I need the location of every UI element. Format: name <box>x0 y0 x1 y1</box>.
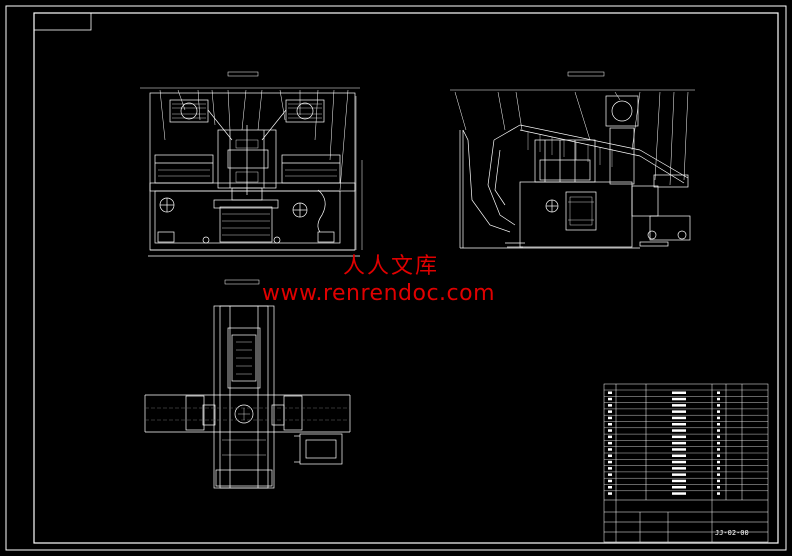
parts-list-glyph <box>717 473 720 476</box>
parts-list-glyph <box>672 429 686 432</box>
parts-list-table <box>603 383 769 543</box>
top-view <box>144 279 351 489</box>
parts-list-glyph <box>717 492 720 495</box>
title-block <box>604 499 768 542</box>
parts-list-glyph <box>672 479 686 483</box>
outer-frame <box>5 5 787 551</box>
parts-list-glyph <box>717 454 720 457</box>
parts-list-glyph <box>672 448 686 451</box>
parts-list-glyph <box>608 423 612 426</box>
parts-list-glyph <box>717 435 720 439</box>
parts-list-glyph <box>717 429 720 432</box>
parts-list-glyph <box>608 397 612 401</box>
parts-list-glyph <box>608 454 612 457</box>
parts-list-glyph <box>717 404 720 407</box>
parts-list-glyph <box>672 416 686 420</box>
front-view-details <box>158 103 337 236</box>
parts-list-glyph <box>608 460 612 464</box>
parts-list-glyph <box>608 391 612 394</box>
parts-list-glyph <box>672 410 686 413</box>
parts-list-glyph <box>717 423 720 426</box>
parts-list-glyph <box>672 441 686 445</box>
parts-list-glyph <box>608 448 612 451</box>
parts-list-glyph <box>608 486 612 489</box>
parts-list-glyph <box>717 479 720 483</box>
parts-list-glyph <box>608 435 612 439</box>
parts-list-glyph <box>608 404 612 407</box>
parts-list-rows <box>604 389 768 491</box>
top-view-details <box>222 341 266 456</box>
parts-list-glyph <box>672 435 686 439</box>
watermark-url: www.renrendoc.com <box>262 281 496 306</box>
inner-frame <box>33 12 779 544</box>
parts-list-glyph <box>672 404 686 407</box>
parts-list-glyph <box>672 473 686 476</box>
parts-list-glyph <box>672 486 686 489</box>
parts-list-glyph <box>717 460 720 464</box>
parts-list-glyph <box>717 486 720 489</box>
parts-list-glyph <box>672 460 686 464</box>
side-view-details <box>527 132 613 226</box>
parts-list-glyph <box>672 397 686 401</box>
parts-list-glyph <box>717 410 720 413</box>
parts-list-glyph <box>717 397 720 401</box>
parts-list-glyph <box>717 448 720 451</box>
top-view-hidden-lines <box>145 407 350 421</box>
parts-list-glyph <box>717 416 720 420</box>
front-view <box>140 71 363 257</box>
parts-list-glyph <box>672 423 686 426</box>
parts-list-glyph <box>608 410 612 413</box>
parts-list-glyph <box>672 454 686 457</box>
drawing-number: JJ-02-00 <box>715 529 749 537</box>
side-view <box>450 71 695 249</box>
parts-list-glyph <box>608 429 612 432</box>
parts-list-glyph <box>608 492 612 495</box>
corner-label-box <box>33 12 92 31</box>
parts-list-glyph <box>608 416 612 420</box>
parts-list-glyph <box>608 467 612 470</box>
parts-list-glyph <box>608 473 612 476</box>
parts-list-glyph <box>672 492 686 495</box>
watermark-chinese: 人人文库 <box>343 254 440 279</box>
parts-list-glyph <box>717 441 720 445</box>
parts-list-glyph <box>717 391 720 394</box>
parts-list-glyph <box>672 467 686 470</box>
parts-list-glyph <box>717 467 720 470</box>
parts-list-glyph <box>672 391 686 394</box>
parts-list-glyph <box>608 441 612 445</box>
parts-list-glyph <box>608 479 612 483</box>
parts-list-glyphs <box>608 391 720 495</box>
